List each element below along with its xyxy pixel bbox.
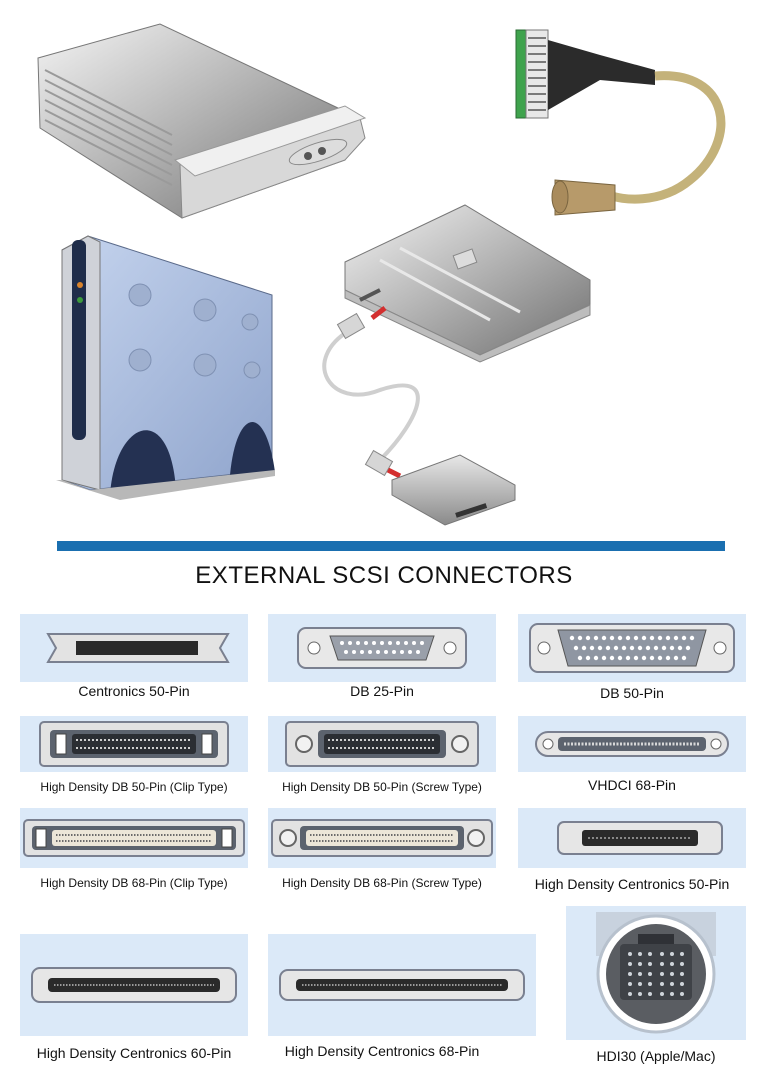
connector-panel-hd-centronics-60 bbox=[20, 934, 248, 1036]
connector-panel-hd-centronics-68 bbox=[268, 934, 536, 1036]
label-hd-centronics-68: High Density Centronics 68-Pin bbox=[284, 1043, 480, 1059]
page-title: EXTERNAL SCSI CONNECTORS bbox=[195, 562, 573, 589]
label-hd-db50-screw: High Density DB 50-Pin (Screw Type) bbox=[282, 780, 482, 794]
label-centronics-50: Centronics 50-Pin bbox=[78, 683, 190, 699]
connector-panel-hd-centronics-50 bbox=[518, 808, 746, 868]
connector-panel-hd-db68-clip bbox=[20, 808, 248, 868]
label-hd-centronics-50: High Density Centronics 50-Pin bbox=[534, 876, 730, 892]
label-vhdci-68: VHDCI 68-Pin bbox=[588, 777, 676, 793]
label-hd-db68-clip: High Density DB 68-Pin (Clip Type) bbox=[40, 876, 228, 890]
connector-panel-centronics-50 bbox=[20, 614, 248, 682]
external-hard-drive bbox=[37, 23, 367, 219]
label-hd-centronics-60: High Density Centronics 60-Pin bbox=[36, 1045, 232, 1061]
connector-panel-hdi30 bbox=[566, 906, 746, 1040]
scsi-ribbon-cable bbox=[515, 29, 726, 216]
label-hd-db68-screw: High Density DB 68-Pin (Screw Type) bbox=[282, 876, 482, 890]
connector-panel-vhdci-68 bbox=[518, 716, 746, 772]
divider-bar bbox=[57, 541, 725, 551]
connector-panel-hd-db68-screw bbox=[268, 808, 496, 868]
connector-panel-db25 bbox=[268, 614, 496, 682]
label-hdi30: HDI30 (Apple/Mac) bbox=[596, 1048, 716, 1064]
connector-panel-db50 bbox=[518, 614, 746, 682]
label-db25: DB 25-Pin bbox=[350, 683, 414, 699]
portable-drive-with-cable bbox=[322, 204, 591, 526]
devices-illustration bbox=[37, 23, 726, 526]
external-tower-drive bbox=[56, 235, 275, 500]
connector-panel-hd-db50-clip bbox=[20, 716, 248, 772]
label-db50: DB 50-Pin bbox=[600, 685, 664, 701]
connector-panel-hd-db50-screw bbox=[268, 716, 496, 772]
label-hd-db50-clip: High Density DB 50-Pin (Clip Type) bbox=[40, 780, 228, 794]
